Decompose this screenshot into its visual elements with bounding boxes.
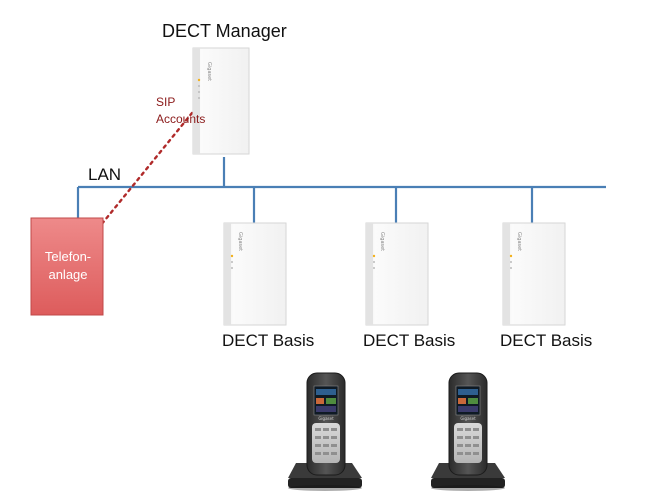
status-led — [510, 267, 512, 269]
sip-label-line-2: Accounts — [156, 112, 206, 126]
status-led — [198, 97, 200, 99]
sip-label-line-1: SIP — [156, 95, 176, 109]
dect-basis-device-3: Gigaset — [502, 222, 566, 326]
status-led — [230, 254, 234, 258]
status-led — [198, 91, 200, 93]
svg-text:Gigaset: Gigaset — [318, 416, 334, 421]
status-led — [373, 261, 375, 263]
status-led — [197, 78, 201, 82]
device-brand-text: Gigaset — [206, 62, 212, 81]
device-brand-text: Gigaset — [516, 232, 522, 251]
dect-manager-title: DECT Manager — [162, 21, 287, 41]
dect-basis-device-1: Gigaset — [223, 222, 287, 326]
pbx-box — [30, 217, 104, 316]
dect-manager-device: Gigaset — [192, 47, 250, 155]
sip-accounts-label: SIP Accounts — [156, 94, 226, 128]
device-brand-text: Gigaset — [237, 232, 243, 251]
status-led — [509, 254, 513, 258]
pbx-label-line-1: Telefon- — [44, 249, 92, 264]
handset-2: Gigaset — [431, 372, 505, 491]
dect-basis-label: DECT Basis — [500, 331, 593, 350]
status-led — [372, 254, 376, 258]
status-led — [198, 85, 200, 87]
handset-1: Gigaset — [288, 372, 362, 491]
dect-basis-label: DECT Basis — [363, 331, 456, 350]
status-led — [510, 261, 512, 263]
status-led — [231, 267, 233, 269]
status-led — [231, 261, 233, 263]
sip-dotted-link — [90, 111, 194, 238]
svg-text:Gigaset: Gigaset — [460, 416, 476, 421]
lan-label: LAN — [88, 165, 122, 184]
pbx-label-line-2: anlage — [48, 267, 88, 282]
dect-basis-label: DECT Basis — [222, 331, 315, 350]
pbx-label: Telefon- anlage — [32, 248, 104, 284]
device-brand-text: Gigaset — [379, 232, 385, 251]
dect-basis-device-2: Gigaset — [365, 222, 429, 326]
status-led — [373, 267, 375, 269]
